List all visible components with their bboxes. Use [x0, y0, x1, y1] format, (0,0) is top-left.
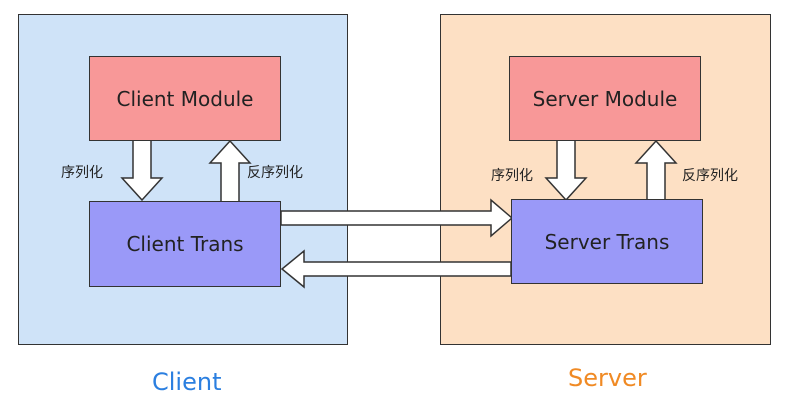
response-arrow	[280, 249, 512, 289]
client-trans-label: Client Trans	[126, 232, 244, 256]
client-module-label: Client Module	[116, 86, 254, 111]
server-deserialize-arrow	[634, 139, 678, 201]
server-serialize-label: 序列化	[491, 168, 533, 184]
server-trans-box: Server Trans	[511, 199, 703, 284]
client-module-box: Client Module	[89, 56, 281, 141]
server-module-label: Server Module	[532, 86, 678, 111]
request-arrow	[280, 198, 514, 238]
client-deserialize-label: 反序列化	[247, 165, 303, 181]
client-deserialize-arrow	[208, 139, 252, 203]
client-trans-box: Client Trans	[89, 201, 281, 287]
client-serialize-label: 序列化	[61, 165, 103, 181]
client-caption: Client	[152, 368, 222, 396]
server-trans-label: Server Trans	[544, 229, 670, 254]
server-deserialize-label: 反序列化	[682, 168, 738, 184]
server-caption: Server	[568, 364, 647, 392]
server-serialize-arrow	[544, 139, 588, 202]
server-module-box: Server Module	[509, 56, 701, 141]
client-serialize-arrow	[120, 139, 164, 202]
